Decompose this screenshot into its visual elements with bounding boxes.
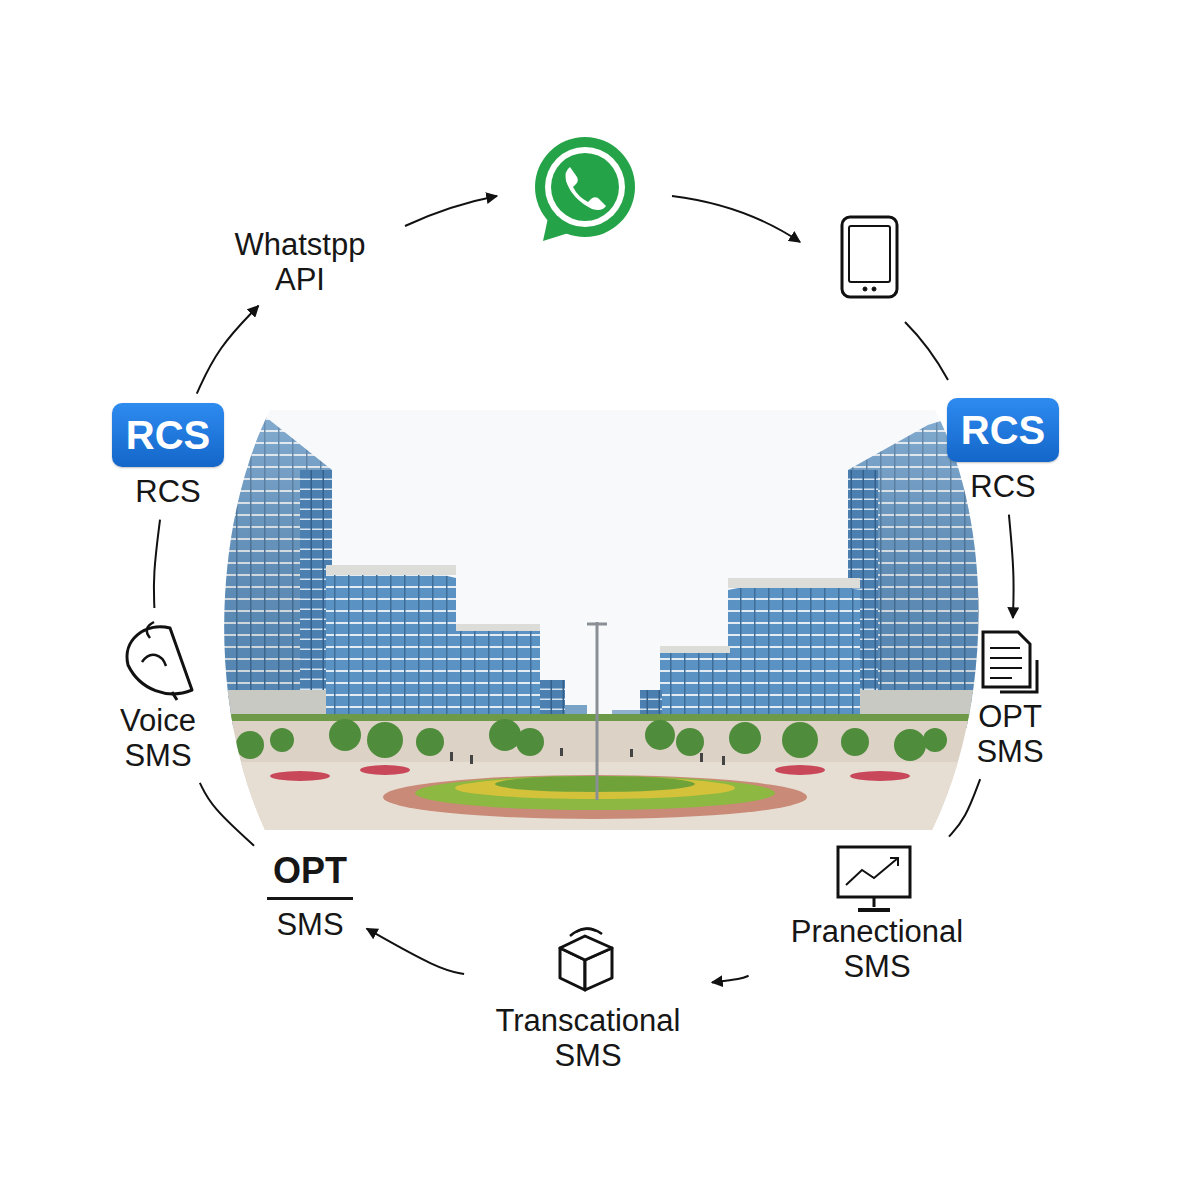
flow-connector — [200, 783, 254, 846]
channel-item: Transcational SMS — [470, 916, 706, 1077]
channel-text: Transcational SMS — [478, 1004, 698, 1073]
flow-connector — [712, 976, 749, 983]
channel-item: Voice SMS — [95, 614, 221, 777]
speaker-icon — [127, 622, 192, 700]
phone-icon — [842, 217, 897, 297]
flow-connector — [154, 520, 160, 608]
flow-arrow — [405, 196, 948, 380]
package-icon — [560, 928, 612, 990]
channel-text: OPT — [267, 850, 353, 900]
channel-text: OPT SMS — [960, 700, 1060, 769]
rcs-node: RCS RCS — [104, 399, 233, 514]
rcs-node: RCS RCS — [939, 394, 1068, 509]
flow-connector — [949, 779, 980, 837]
channel-item: OPT SMS — [952, 624, 1068, 773]
channel-text: Voice SMS — [103, 704, 213, 773]
channel-text: SMS — [276, 908, 343, 943]
badge-text: RCS — [112, 403, 224, 467]
whatsapp-icon — [535, 137, 635, 241]
flow-connector — [1009, 515, 1014, 618]
flow-connector — [197, 306, 259, 394]
badge-text: RCS — [947, 398, 1059, 462]
channel-text: Whatstpp API — [220, 228, 380, 297]
flow-connector — [367, 929, 464, 974]
office-photo — [190, 400, 1020, 838]
channel-text: RCS — [135, 475, 200, 510]
channel-text: RCS — [970, 470, 1035, 505]
channel-item: Pranectional SMS — [754, 841, 1000, 988]
channel-item: OPT SMS — [259, 846, 362, 947]
monitor-icon — [838, 847, 910, 910]
channel-text: Pranectional SMS — [762, 915, 992, 984]
document-icon — [983, 632, 1037, 692]
channel-label: Whatstpp API — [212, 224, 388, 301]
